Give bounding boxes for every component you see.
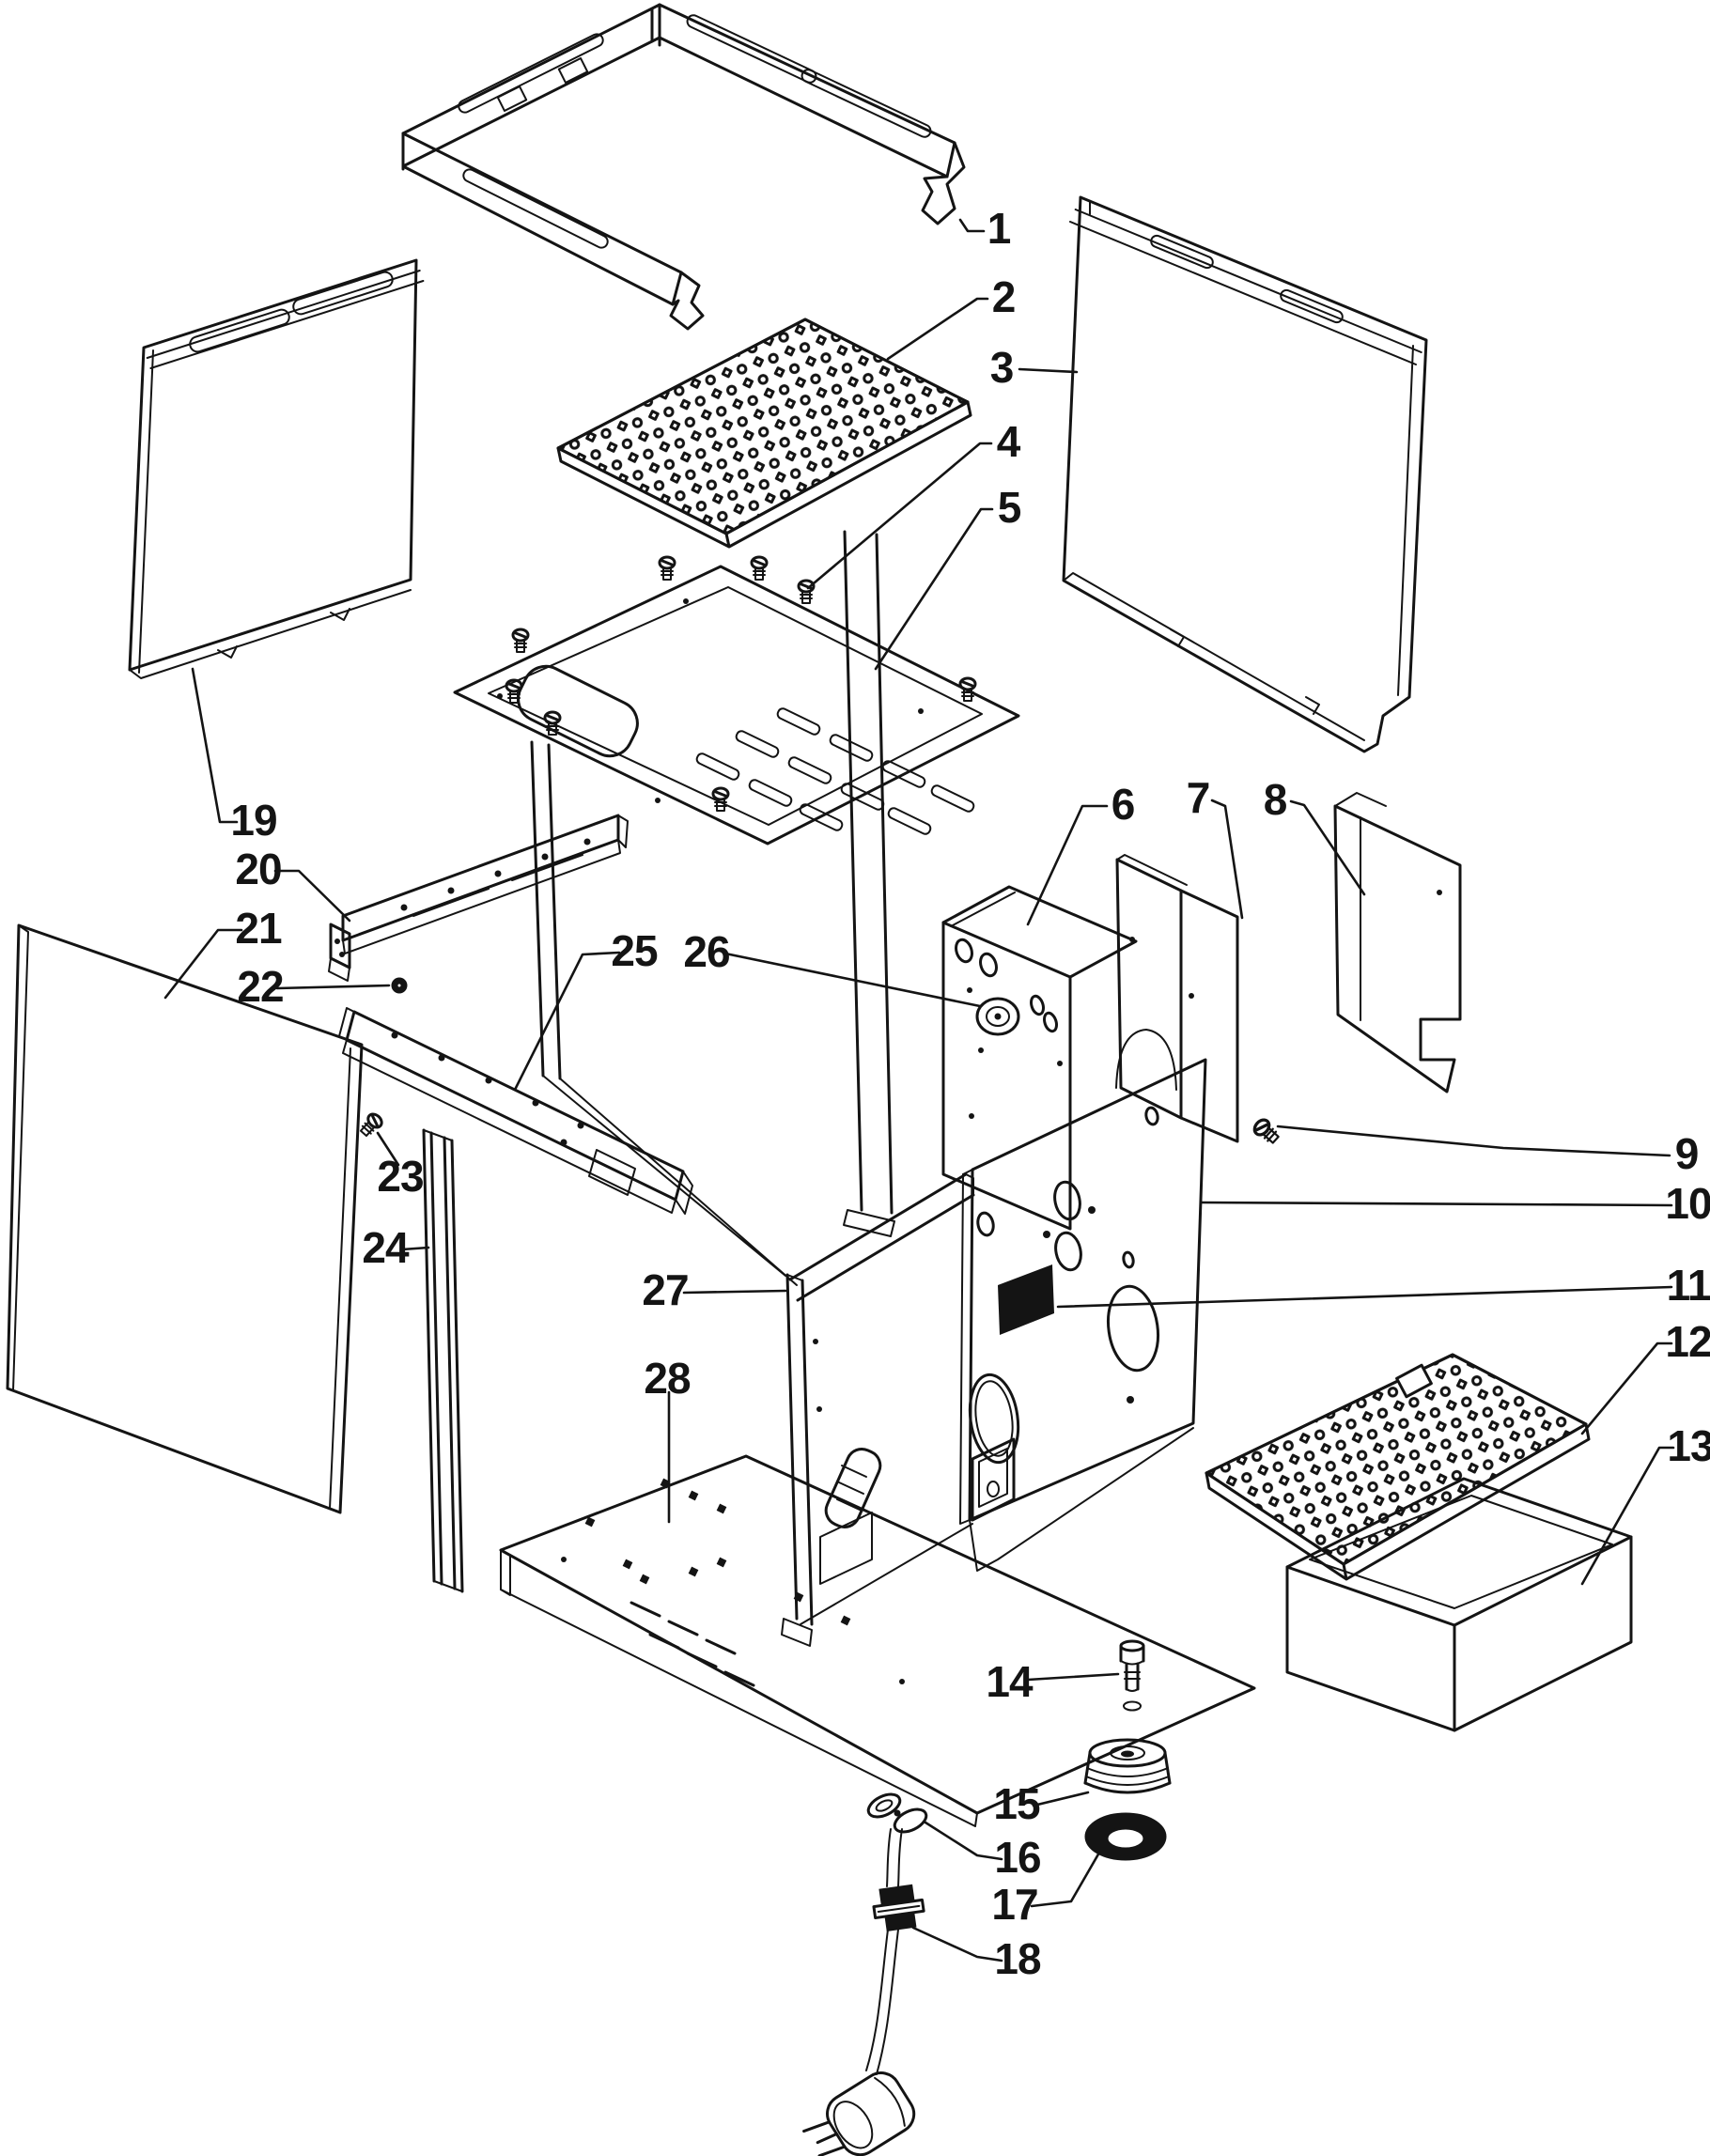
part-label-18: 18 xyxy=(994,1934,1041,1983)
leader-lines xyxy=(163,218,1675,1962)
part-cable-clamp xyxy=(866,1792,928,1834)
part-left-side-panel xyxy=(128,258,425,679)
part-rubber-foot xyxy=(1083,1738,1172,1794)
part-label-11: 11 xyxy=(1667,1261,1710,1310)
part-trim-strip xyxy=(422,1128,464,1593)
part-label-14: 14 xyxy=(986,1657,1034,1706)
part-label-5: 5 xyxy=(998,483,1021,532)
part-label-20: 20 xyxy=(235,845,281,893)
part-upper-bracket-rail xyxy=(328,814,629,982)
part-label-26: 26 xyxy=(683,927,729,976)
part-screw-23 xyxy=(356,1109,386,1140)
part-label-12: 12 xyxy=(1665,1317,1710,1366)
part-screw-9 xyxy=(1250,1115,1283,1148)
part-label-8: 8 xyxy=(1264,775,1287,824)
part-label-23: 23 xyxy=(377,1152,423,1201)
part-right-side-panel xyxy=(1062,195,1428,753)
part-cup-warmer-grid xyxy=(556,318,972,549)
part-label-13: 13 xyxy=(1667,1421,1710,1470)
part-nut xyxy=(391,977,408,994)
part-label-10: 10 xyxy=(1665,1179,1710,1228)
part-drip-tray-grid xyxy=(1205,1353,1591,1581)
part-label-9: 9 xyxy=(1675,1129,1699,1178)
part-lower-support-rail xyxy=(338,1007,693,1215)
part-chassis-post xyxy=(781,1172,975,1647)
part-label-28: 28 xyxy=(644,1354,691,1403)
part-label-7: 7 xyxy=(1187,773,1210,822)
part-label-22: 22 xyxy=(237,962,283,1011)
part-bolt-14 xyxy=(1119,1639,1145,1692)
part-inner-panel-7 xyxy=(1115,854,1239,1143)
part-label-15: 15 xyxy=(993,1779,1040,1828)
part-power-cord xyxy=(802,1828,925,2156)
part-inner-panel-8 xyxy=(1333,792,1462,1094)
part-front-panel xyxy=(959,1058,1207,1572)
part-switch-box xyxy=(941,885,1138,1231)
part-top-plate xyxy=(453,565,1020,845)
part-label-3: 3 xyxy=(990,343,1014,392)
part-top-frame xyxy=(401,3,966,331)
part-label-24: 24 xyxy=(362,1223,410,1272)
plug xyxy=(802,2071,916,2156)
part-base-plate xyxy=(499,1454,1256,1827)
part-drip-tray xyxy=(1285,1477,1633,1732)
part-label-4: 4 xyxy=(997,417,1021,466)
part-label-6: 6 xyxy=(1112,780,1135,829)
part-label-21: 21 xyxy=(235,904,282,953)
part-label-27: 27 xyxy=(642,1265,688,1314)
part-rating-sticker xyxy=(998,1264,1054,1335)
part-foot-ring xyxy=(1084,1812,1167,1861)
chassis-rear-columns xyxy=(530,530,895,1286)
part-inner-left-panel xyxy=(6,923,364,1514)
part-label-25: 25 xyxy=(611,926,658,975)
part-label-2: 2 xyxy=(992,272,1016,321)
part-label-16: 16 xyxy=(994,1833,1040,1882)
part-knob-26 xyxy=(975,997,1020,1036)
part-label-17: 17 xyxy=(991,1880,1037,1929)
part-label-1: 1 xyxy=(987,204,1011,253)
part-label-19: 19 xyxy=(230,796,276,845)
